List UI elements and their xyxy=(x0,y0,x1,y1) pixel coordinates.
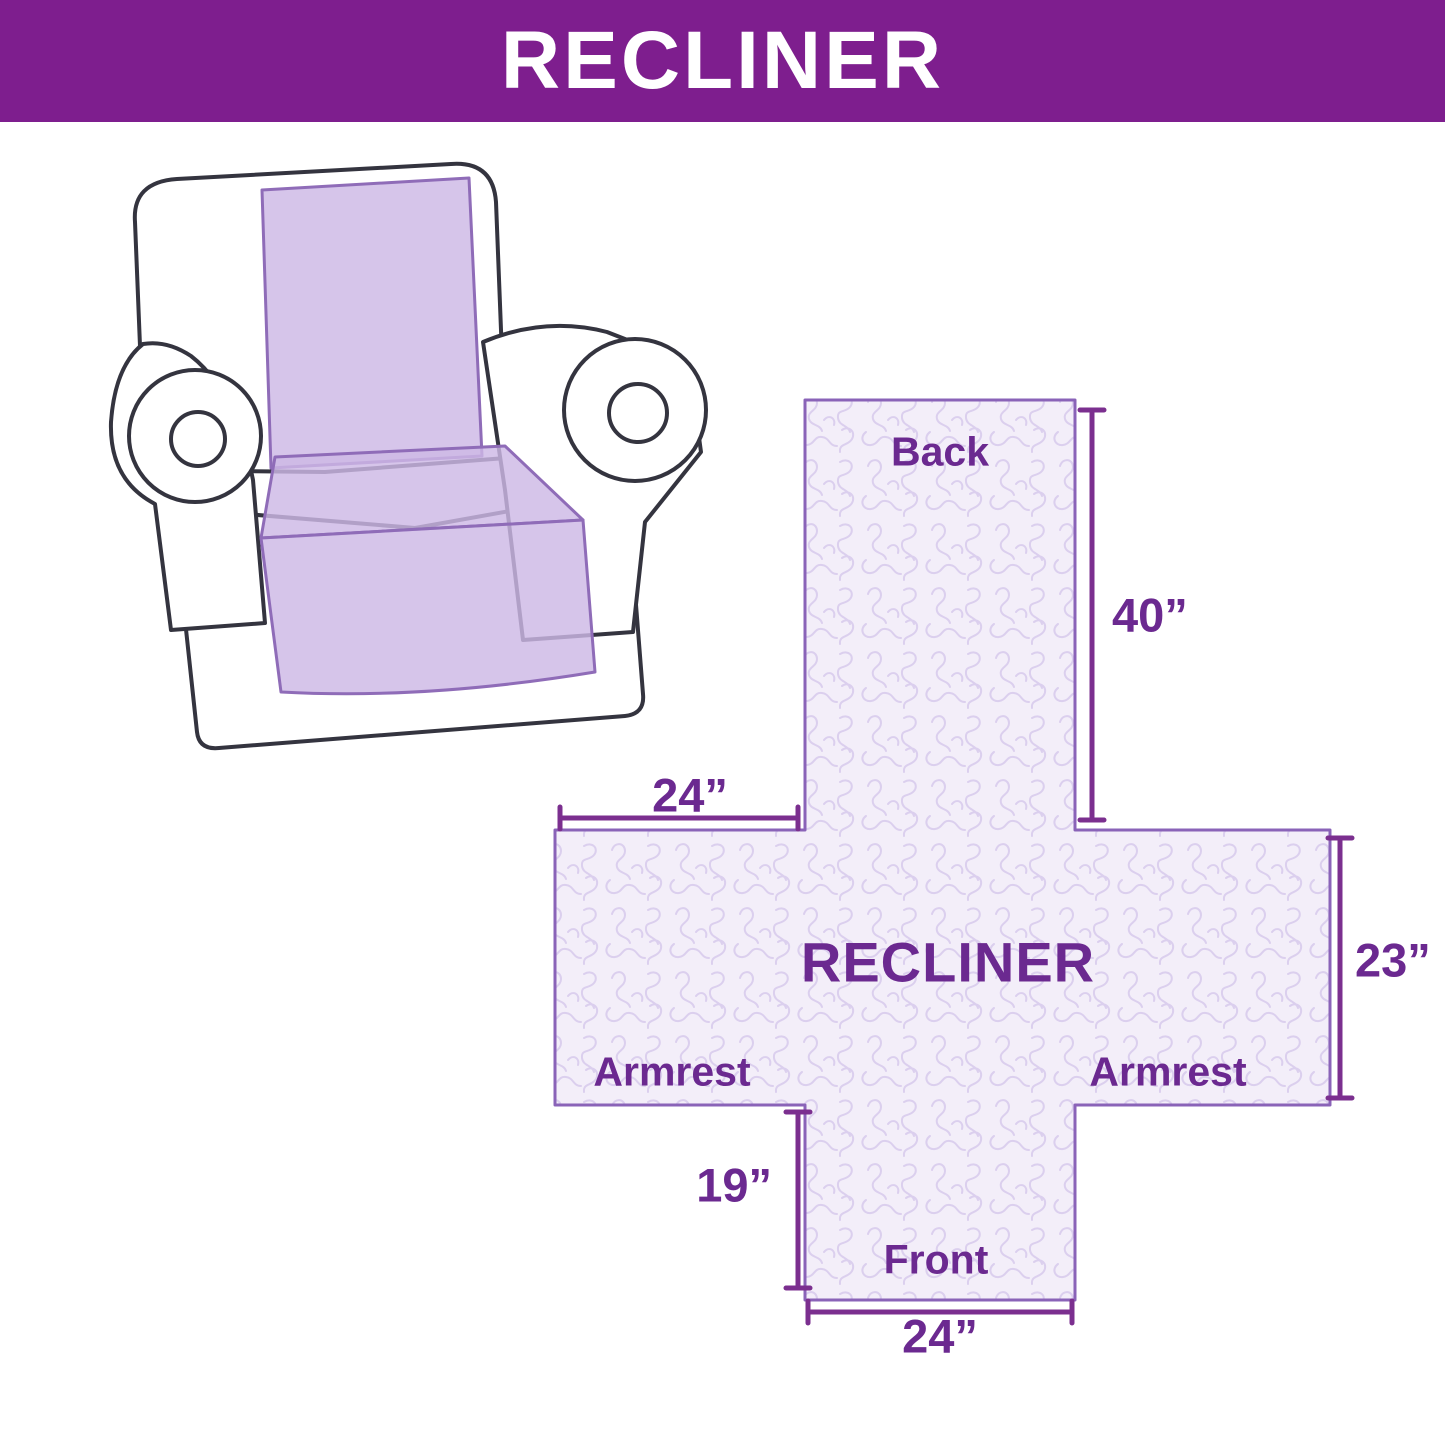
dim-armrest-width-label: 24” xyxy=(652,768,728,822)
dim-line-side-depth xyxy=(1325,835,1355,1101)
chair-right-arm-roll-inner xyxy=(607,382,669,444)
armrest-right-label: Armrest xyxy=(1089,1048,1247,1095)
dim-line-armrest-width xyxy=(557,804,801,832)
cutout-svg xyxy=(553,398,1355,1326)
cover-back-panel xyxy=(260,176,484,470)
dim-line-back-height xyxy=(1077,407,1107,823)
cover-cutout-diagram xyxy=(540,390,1430,1350)
center-label: RECLINER xyxy=(800,930,1096,994)
chair-svg xyxy=(108,161,708,751)
chair-right-arm-roll xyxy=(562,337,708,483)
back-label: Back xyxy=(890,428,990,475)
title-banner: RECLINER xyxy=(0,0,1445,122)
page-title: RECLINER xyxy=(500,15,945,106)
armrest-left-label: Armrest xyxy=(593,1048,751,1095)
cutout-shape xyxy=(553,398,1332,1302)
dim-side-depth-label: 23” xyxy=(1355,933,1431,987)
front-label: Front xyxy=(883,1236,989,1283)
chair-left-arm-roll xyxy=(127,368,263,504)
dim-line-front-drop xyxy=(783,1109,813,1291)
cover-front-skirt xyxy=(259,518,597,696)
dim-front-drop-label: 19” xyxy=(696,1158,772,1212)
dim-front-width-label: 24” xyxy=(902,1309,978,1363)
recliner-chair-illustration xyxy=(85,160,735,770)
chair-left-arm-roll-inner xyxy=(169,410,227,468)
dim-back-height-label: 40” xyxy=(1112,588,1188,642)
dim-line-front-width xyxy=(805,1298,1075,1326)
